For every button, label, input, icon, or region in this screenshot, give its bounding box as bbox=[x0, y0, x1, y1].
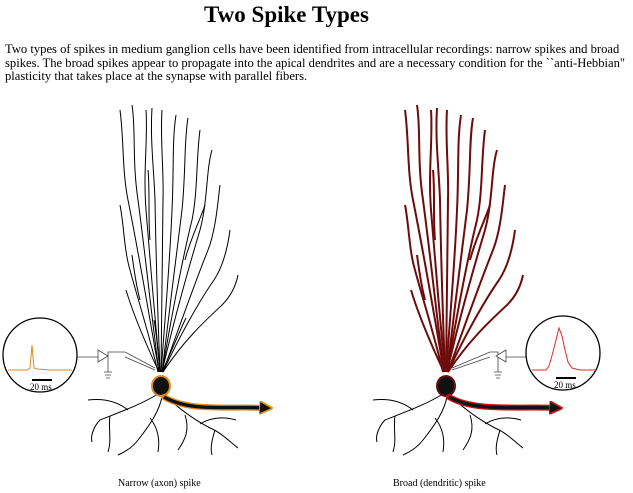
scale-label-left: 20 ms bbox=[30, 382, 52, 392]
caption-narrow-spike: Narrow (axon) spike bbox=[118, 478, 201, 489]
page-title: Two Spike Types bbox=[204, 2, 369, 27]
scale-label-right: 20 ms bbox=[554, 380, 576, 390]
recording-inset-left: 20 ms bbox=[2, 317, 78, 393]
narrow-spike-trace bbox=[8, 344, 72, 371]
neuron-left: 20 ms bbox=[2, 104, 268, 456]
neuron-right: 20 ms bbox=[372, 104, 601, 456]
soma-left bbox=[151, 375, 171, 397]
caption-broad-spike: Broad (dendritic) spike bbox=[393, 478, 486, 489]
soma-right bbox=[436, 375, 456, 397]
broad-spike-trace bbox=[532, 326, 596, 371]
basal-dendrites-right bbox=[372, 393, 524, 456]
basal-dendrites-left bbox=[87, 393, 239, 456]
electrode-right bbox=[451, 349, 526, 379]
axon-arrow-left-core bbox=[163, 395, 268, 408]
electrode-left bbox=[77, 349, 156, 379]
apical-dendrites-left bbox=[119, 104, 239, 373]
apical-dendrites-right bbox=[404, 104, 524, 373]
description-paragraph: Two types of spikes in medium ganglion c… bbox=[5, 42, 626, 83]
recording-inset-right: 20 ms bbox=[525, 315, 601, 391]
axon-arrow-right-core bbox=[448, 395, 558, 408]
